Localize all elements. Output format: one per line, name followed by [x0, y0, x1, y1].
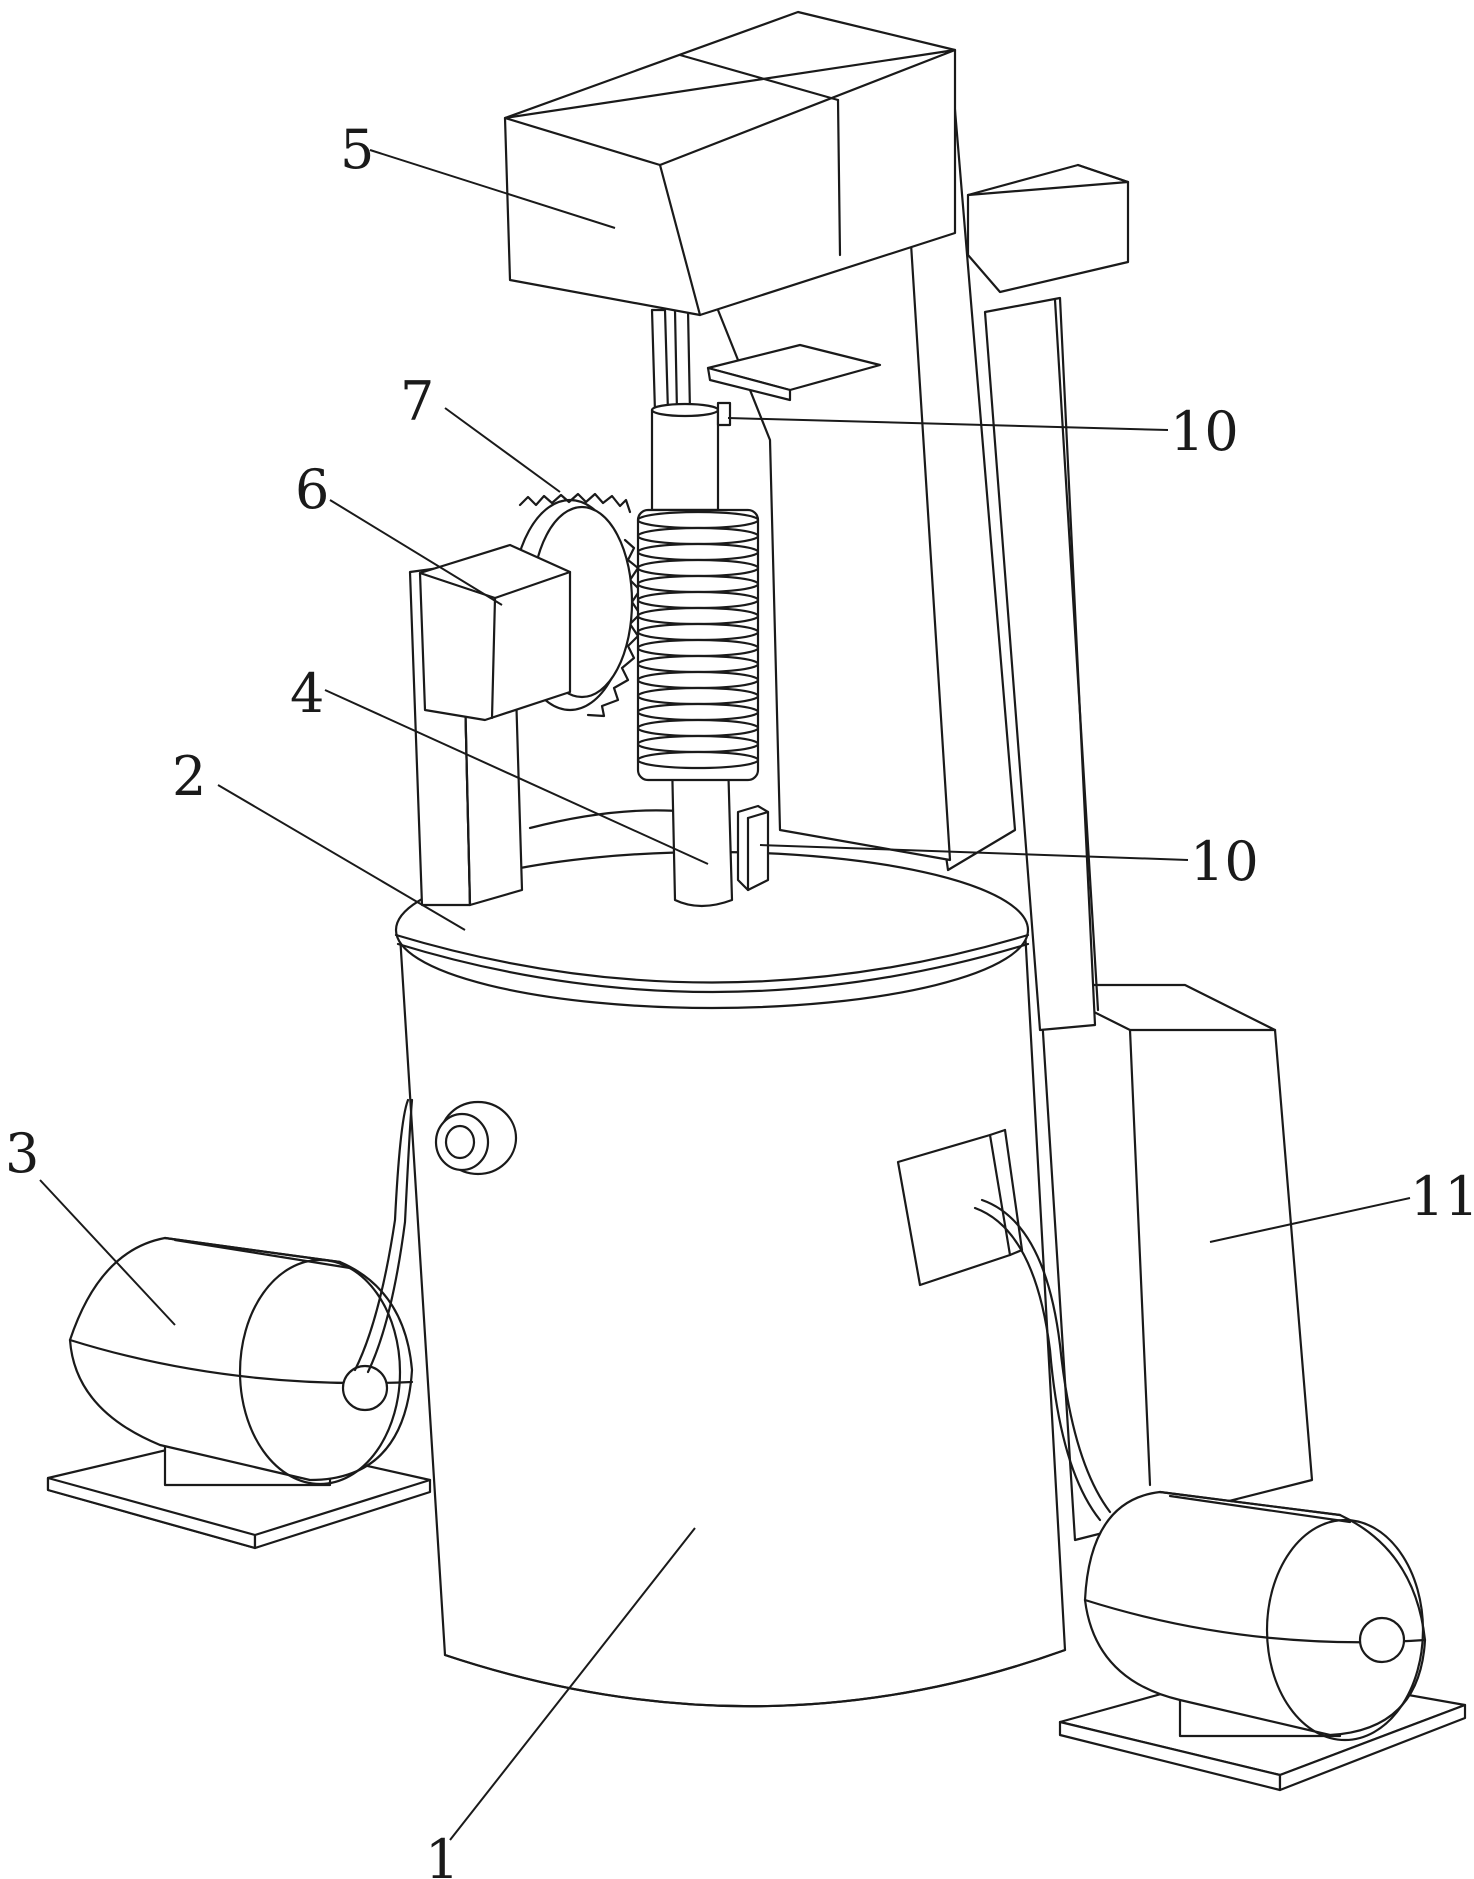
coil-ring [638, 640, 758, 656]
column-box [1040, 985, 1312, 1540]
label-5: 5 [340, 118, 374, 181]
coil-ring [638, 512, 758, 528]
coil-ring [638, 720, 758, 736]
coil-ring [638, 544, 758, 560]
coil-ring [638, 736, 758, 752]
label-10-upper: 10 [1170, 400, 1239, 463]
label-10-lower: 10 [1190, 830, 1259, 893]
coil-ring [638, 752, 758, 768]
label-6: 6 [295, 458, 329, 521]
coil-ring [638, 528, 758, 544]
label-2: 2 [172, 745, 206, 808]
coil-ring [638, 624, 758, 640]
label-11: 11 [1410, 1165, 1474, 1228]
coil-ring [638, 592, 758, 608]
label-1: 1 [425, 1828, 459, 1879]
drive-motor [420, 545, 570, 720]
coil-ring [638, 576, 758, 592]
coil-ring [638, 656, 758, 672]
coil-ring [638, 672, 758, 688]
coil-ring [638, 608, 758, 624]
label-7: 7 [400, 370, 434, 433]
coil-ring [638, 688, 758, 704]
left-pump [48, 1100, 430, 1548]
coil-ring [638, 704, 758, 720]
main-tank [400, 930, 1065, 1706]
spring-coil [638, 510, 758, 780]
label-3: 3 [5, 1122, 39, 1185]
coil-ring [638, 560, 758, 576]
label-4: 4 [290, 662, 324, 725]
